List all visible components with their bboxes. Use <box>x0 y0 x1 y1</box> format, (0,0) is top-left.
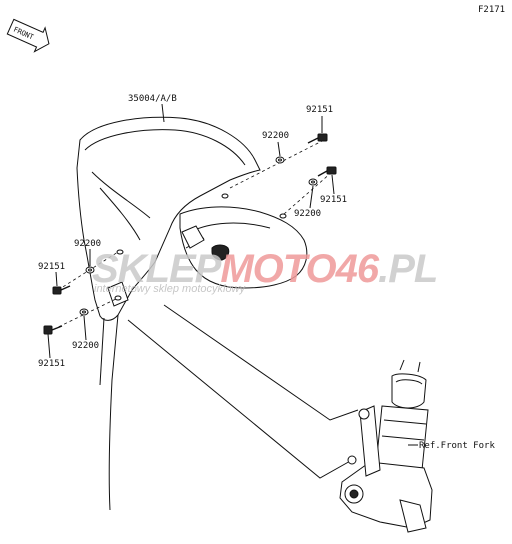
figure-code: F2171 <box>478 5 505 15</box>
bolt-top <box>307 133 328 144</box>
label-fender: 35004/A/B <box>128 94 177 104</box>
bolt-left-top <box>52 285 71 295</box>
front-fender <box>76 116 308 511</box>
watermark-logo: SKLEPMOTO46.PL <box>92 247 437 291</box>
bolt-left-bottom <box>43 325 63 335</box>
watermark-tagline: internetowy sklep motocyklowy <box>94 283 247 295</box>
front-arrow-icon: FRONT <box>6 18 50 53</box>
label-bolt-left-bottom: 92151 <box>38 359 65 369</box>
front-fork <box>339 359 433 533</box>
label-washer-top: 92200 <box>262 131 289 141</box>
label-washer-right: 92200 <box>294 209 321 219</box>
bolt-right <box>317 166 337 177</box>
label-bolt-right: 92151 <box>320 195 347 205</box>
label-washer-left-top: 92200 <box>74 239 101 249</box>
label-washer-left-bottom: 92200 <box>72 341 99 351</box>
watermark: SKLEPMOTO46.PL internetowy sklep motocyk… <box>92 247 438 295</box>
label-bolt-top: 92151 <box>306 105 333 115</box>
label-bolt-left-top: 92151 <box>38 262 65 272</box>
label-reference-front-fork: Ref.Front Fork <box>419 441 495 451</box>
